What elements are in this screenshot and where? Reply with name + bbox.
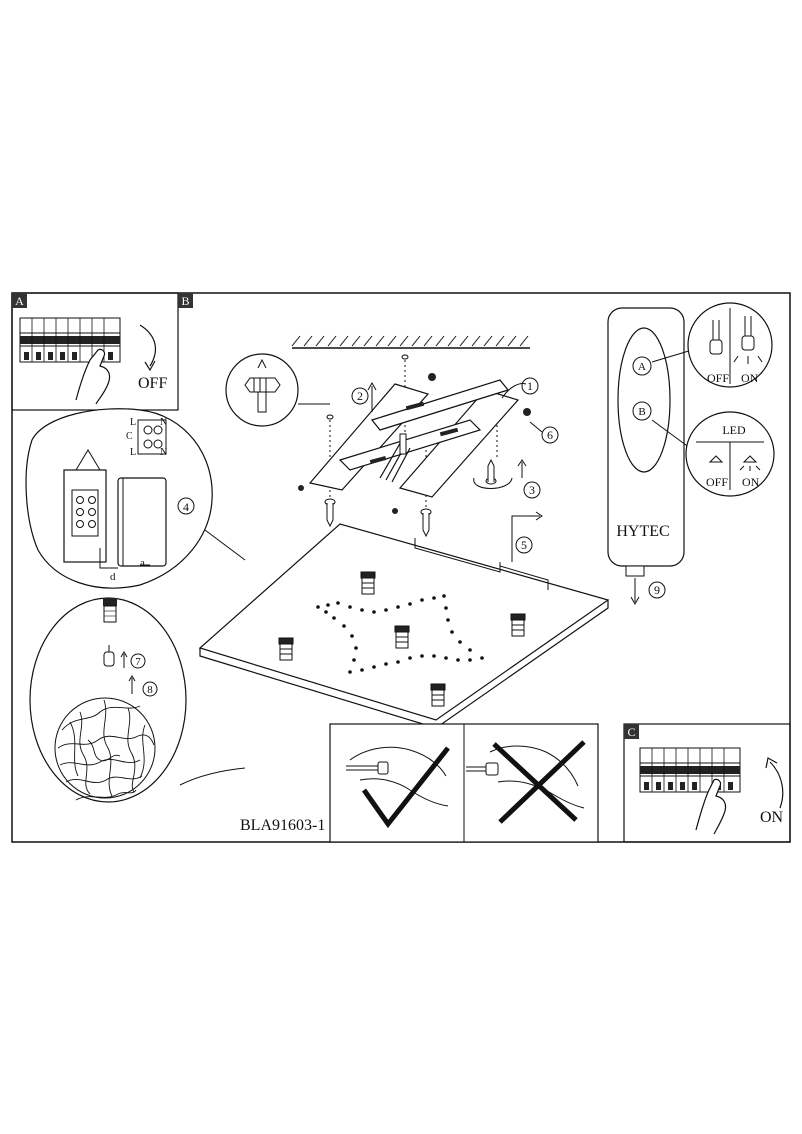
cable-label-a: a (140, 557, 145, 569)
callout-a-on: ON (741, 371, 759, 385)
step-6: 6 (547, 428, 553, 442)
ceiling-plate (198, 523, 610, 721)
step-3: 3 (529, 483, 535, 497)
remote-button-b: B (638, 406, 645, 418)
terminal-c: C (126, 431, 133, 442)
check-mark-icon (361, 746, 450, 829)
remote-button-a: A (638, 361, 646, 373)
remote-control: A B HYTEC 9 (607, 307, 685, 606)
callout-b-off: OFF (706, 475, 728, 489)
arrow-up-icon (769, 761, 784, 809)
step-7: 7 (135, 656, 141, 668)
arrow-down-icon (139, 324, 157, 367)
off-label: OFF (138, 375, 167, 392)
ceiling-mount-assembly: 2 1 6 3 5 (198, 335, 610, 729)
step-4: 4 (183, 500, 189, 514)
cross-mark-icon (492, 740, 586, 824)
led-dot-pattern (316, 594, 484, 674)
cable-label-d: d (110, 571, 116, 583)
step-2: 2 (357, 389, 363, 403)
breaker-row-off (19, 317, 121, 363)
terminal-n-top: N (160, 417, 167, 428)
on-label: ON (760, 809, 784, 826)
socket-icon (278, 571, 526, 707)
hand-icon (695, 778, 727, 835)
screw-icon (324, 458, 497, 538)
callout-button-a: OFF ON (651, 302, 773, 388)
shade-detail: 7 8 (29, 597, 246, 803)
wiring-detail: L C N L N d a 4 (25, 408, 246, 589)
step-5: 5 (521, 538, 527, 552)
callout-a-off: OFF (707, 371, 729, 385)
wall-plug-icon (244, 377, 281, 393)
panel-c-letter: C (627, 725, 635, 739)
panel-b-letter: B (181, 294, 189, 308)
panel-c: C ON (623, 723, 791, 843)
terminal-n-bottom: N (160, 447, 167, 458)
callout-b-on: ON (742, 475, 760, 489)
bulb-handling-panel (329, 723, 599, 843)
hand-icon (75, 348, 111, 405)
step-1: 1 (527, 379, 533, 393)
breaker-row-on (639, 747, 741, 793)
model-code: BLA91603-1 (240, 817, 325, 834)
terminal-l-top: L (130, 417, 136, 428)
callout-b-title: LED (722, 423, 746, 437)
step-9: 9 (654, 583, 660, 597)
remote-brand: HYTEC (616, 523, 669, 540)
callout-button-b: LED OFF ON (651, 411, 775, 497)
step-8: 8 (147, 684, 153, 696)
panel-a: A OFF (11, 292, 179, 411)
panel-a-letter: A (15, 294, 24, 308)
terminal-l-bottom: L (130, 447, 136, 458)
